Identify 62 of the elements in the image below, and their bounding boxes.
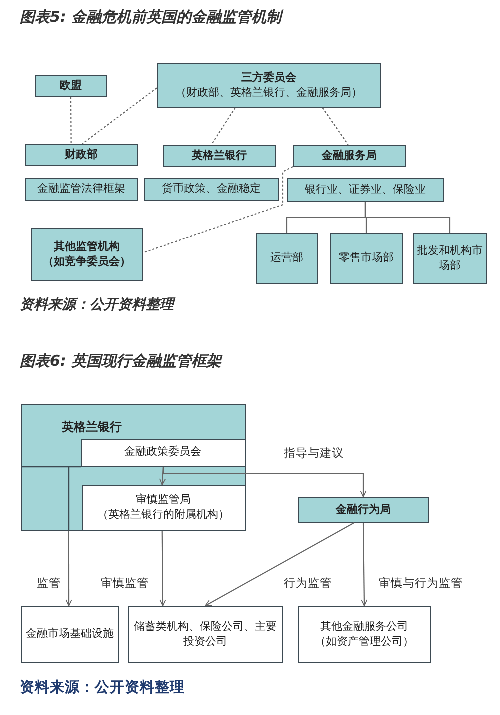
box-label: （英格兰银行的附属机构） (96, 508, 230, 522)
box-label: 英格兰银行 (190, 148, 248, 164)
org-box (144, 178, 279, 201)
org-box (298, 606, 431, 663)
edge-label: 行为监管 (283, 576, 333, 591)
org-box (25, 178, 138, 201)
connector-line (364, 202, 451, 233)
source-note: 资料来源：公开资料整理 (20, 678, 185, 697)
org-box (298, 497, 429, 523)
box-label: 金融行为局 (334, 502, 392, 518)
org-box (82, 484, 246, 530)
org-box (330, 233, 403, 284)
edge-label: 审慎与行为监管 (378, 576, 464, 591)
edge-label: 指导与建议 (283, 446, 345, 461)
org-box (256, 233, 318, 284)
edge-label: 监管 (36, 576, 62, 591)
org-box (25, 144, 138, 166)
box-label: 金融监管法律框架 (36, 182, 126, 197)
arrow (160, 531, 166, 606)
box-label: 金融市场基础设施 (25, 627, 115, 642)
dashed-connector (82, 88, 158, 144)
box-label: 欧盟 (59, 78, 83, 94)
org-box (163, 145, 276, 167)
org-box (21, 606, 119, 663)
org-box (293, 145, 406, 167)
org-box (35, 75, 107, 97)
box-label: 运营部 (270, 251, 304, 266)
box-label: 货币政策、金融稳定 (161, 182, 262, 197)
org-box (21, 404, 246, 531)
box-label: （如资产管理公司） (314, 634, 415, 650)
dashed-connector (70, 97, 72, 144)
org-box (287, 178, 444, 202)
source-note: 资料来源：公开资料整理 (20, 296, 174, 314)
box-label: （如竞争委员会） (42, 254, 132, 270)
edge-label: 审慎监管 (100, 576, 150, 591)
arrow (205, 522, 355, 606)
org-box (128, 606, 283, 663)
box-label: 银行业、证券业、保险业 (304, 182, 427, 198)
box-label: 储蓄类机构、保险公司、主要投资公司 (133, 620, 278, 650)
dashed-connector (322, 108, 349, 146)
org-box (157, 63, 381, 108)
box-label: 财政部 (64, 148, 99, 162)
box-label: 英格兰银行 (61, 419, 123, 436)
org-box (31, 228, 143, 281)
box-label: 零售市场部 (338, 251, 395, 266)
arrow (66, 531, 72, 606)
org-box (80, 438, 246, 466)
box-label: 金融服务局 (320, 148, 378, 164)
box-label: （财政部、英格兰银行、金融服务局） (174, 86, 364, 100)
arrow (361, 523, 368, 606)
figure-title: 图表6: 英国现行金融监管框架 (20, 352, 222, 371)
dashed-connector (142, 166, 294, 254)
box-label: 其他金融服务公司 (320, 620, 410, 634)
box-label: 金融政策委员会 (124, 445, 202, 460)
figure-title: 图表5: 金融危机前英国的金融监管机制 (20, 8, 282, 27)
arrow (162, 467, 367, 498)
box-label: 审慎监管局 (135, 492, 192, 508)
org-box (413, 233, 487, 284)
box-label: 其他监管机构 (53, 240, 121, 254)
dashed-connector (211, 108, 236, 146)
box-label: 三方委员会 (240, 70, 298, 86)
box-label: 批发和机构市场部 (416, 244, 484, 274)
